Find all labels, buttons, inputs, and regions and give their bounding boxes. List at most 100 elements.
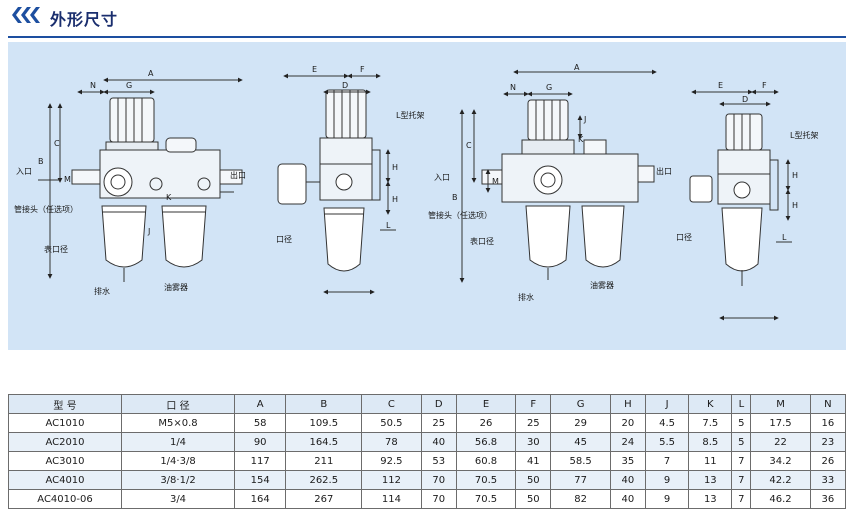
cell-a: 164 xyxy=(233,489,287,509)
cell-f: 41 xyxy=(515,451,552,471)
diagram-frl-front-labels: A N G C B J K M 入口 出口 管接头（任选项） 表口径 排水 油雾… xyxy=(14,69,246,296)
cell-e: 56.8 xyxy=(455,432,517,452)
cell-d: 70 xyxy=(420,470,457,490)
cell-port: M5×0.8 xyxy=(121,413,235,433)
table-row: AC4010-06 3/4 164 267 114 70 70.5 50 82 … xyxy=(8,489,847,509)
dim-d: D xyxy=(342,81,348,90)
cell-h: 24 xyxy=(609,432,646,452)
cell-j: 4.5 xyxy=(644,413,690,433)
cell-k: 11 xyxy=(688,451,733,471)
cell-m: 34.2 xyxy=(750,451,811,471)
col-header-l: L xyxy=(731,394,752,414)
cell-h: 35 xyxy=(609,451,646,471)
cell-model: AC2010 xyxy=(8,432,122,452)
diagram-frl-front xyxy=(38,77,243,282)
dim-k: K xyxy=(166,193,172,202)
cell-f: 50 xyxy=(515,470,552,490)
cell-d: 25 xyxy=(420,413,457,433)
dim-c: C xyxy=(54,139,60,148)
dim-c-alt: C xyxy=(466,141,472,150)
table-header-row: 型 号 口 径 A B C D E F G H J K L M N xyxy=(8,394,847,414)
cell-d: 40 xyxy=(420,432,457,452)
diagram-frl-front-alt-labels: A N G C B J K M 入口 出口 管接头（任选项） 表口径 排水 油雾… xyxy=(428,63,672,302)
cell-b: 267 xyxy=(285,489,363,509)
dim-n: N xyxy=(90,81,96,90)
dim-b-alt: B xyxy=(452,193,458,202)
dim-h1-alt: H xyxy=(792,171,798,180)
cell-port: 3/8·1/2 xyxy=(121,470,235,490)
col-header-b: B xyxy=(285,394,363,414)
cell-m: 22 xyxy=(750,432,811,452)
cell-n: 33 xyxy=(809,470,847,490)
cell-model: AC1010 xyxy=(8,413,122,433)
cell-l: 7 xyxy=(731,470,752,490)
table-row: AC1010 M5×0.8 58 109.5 50.5 25 26 25 29 … xyxy=(8,413,847,433)
cell-f: 50 xyxy=(515,489,552,509)
cell-n: 23 xyxy=(809,432,847,452)
cell-j: 9 xyxy=(644,489,690,509)
cell-b: 164.5 xyxy=(285,432,363,452)
cell-b: 109.5 xyxy=(285,413,363,433)
label-lubricator: 油雾器 xyxy=(164,282,188,292)
dim-m-alt: M xyxy=(492,177,499,186)
col-header-f: F xyxy=(515,394,552,414)
cell-d: 53 xyxy=(420,451,457,471)
cell-j: 9 xyxy=(644,470,690,490)
col-header-k: K xyxy=(688,394,733,414)
cell-j: 7 xyxy=(644,451,690,471)
cell-f: 25 xyxy=(515,413,552,433)
cell-a: 58 xyxy=(233,413,287,433)
cell-g: 58.5 xyxy=(550,451,611,471)
dim-l-alt: L xyxy=(782,233,787,242)
cell-a: 90 xyxy=(233,432,287,452)
col-header-g: G xyxy=(550,394,611,414)
dim-h2-alt: H xyxy=(792,201,798,210)
header: 外形尺寸 xyxy=(0,0,854,34)
diagram-side-bracket xyxy=(277,73,396,295)
cell-a: 154 xyxy=(233,470,287,490)
label-outlet-alt: 出口 xyxy=(656,166,672,176)
cell-f: 30 xyxy=(515,432,552,452)
diagram-side-bracket-labels: E F D H H L L型托架 口径 xyxy=(276,65,424,244)
diagram-frl-front-alt xyxy=(459,69,657,283)
triple-chevron-icon xyxy=(12,7,40,23)
dim-m: M xyxy=(64,175,71,184)
label-gauge-port: 表口径 xyxy=(44,244,68,254)
cell-n: 26 xyxy=(809,451,847,471)
cell-c: 114 xyxy=(361,489,422,509)
dim-e-alt: E xyxy=(718,81,723,90)
dim-j: J xyxy=(147,227,150,236)
cell-port: 1/4·3/8 xyxy=(121,451,235,471)
cell-k: 13 xyxy=(688,470,733,490)
dimension-drawings: A N G C B J K M 入口 出口 管接头（任选项） 表口径 排水 油雾… xyxy=(8,42,846,350)
table-row: AC2010 1/4 90 164.5 78 40 56.8 30 45 24 … xyxy=(8,432,847,452)
col-header-m: M xyxy=(750,394,811,414)
cell-g: 82 xyxy=(550,489,611,509)
label-outlet: 出口 xyxy=(230,170,246,180)
cell-b: 262.5 xyxy=(285,470,363,490)
label-bracket-alt: L型托架 xyxy=(790,130,818,140)
cell-h: 40 xyxy=(609,470,646,490)
dim-g: G xyxy=(126,81,132,90)
label-port: 口径 xyxy=(276,234,292,244)
cell-model: AC4010 xyxy=(8,470,122,490)
col-header-port: 口 径 xyxy=(121,394,235,414)
cell-e: 26 xyxy=(455,413,517,433)
cell-model: AC4010-06 xyxy=(8,489,122,509)
label-lubricator-alt: 油雾器 xyxy=(590,280,614,290)
cell-port: 3/4 xyxy=(121,489,235,509)
cell-k: 7.5 xyxy=(688,413,733,433)
diagram-side-bracket-alt xyxy=(689,89,792,321)
dim-h2: H xyxy=(392,195,398,204)
col-header-h: H xyxy=(609,394,646,414)
label-drain: 排水 xyxy=(94,286,110,296)
dim-h1: H xyxy=(392,163,398,172)
dim-j-alt: J xyxy=(583,115,586,124)
technical-drawing: A N G C B J K M 入口 出口 管接头（任选项） 表口径 排水 油雾… xyxy=(14,63,818,321)
dim-a: A xyxy=(148,69,154,78)
cell-a: 117 xyxy=(233,451,287,471)
dim-l: L xyxy=(386,221,391,230)
dimension-table: 型 号 口 径 A B C D E F G H J K L M N AC1010… xyxy=(8,394,847,509)
cell-k: 8.5 xyxy=(688,432,733,452)
diagram-side-bracket-alt-labels: E F D H H L L型托架 口径 xyxy=(676,81,818,242)
